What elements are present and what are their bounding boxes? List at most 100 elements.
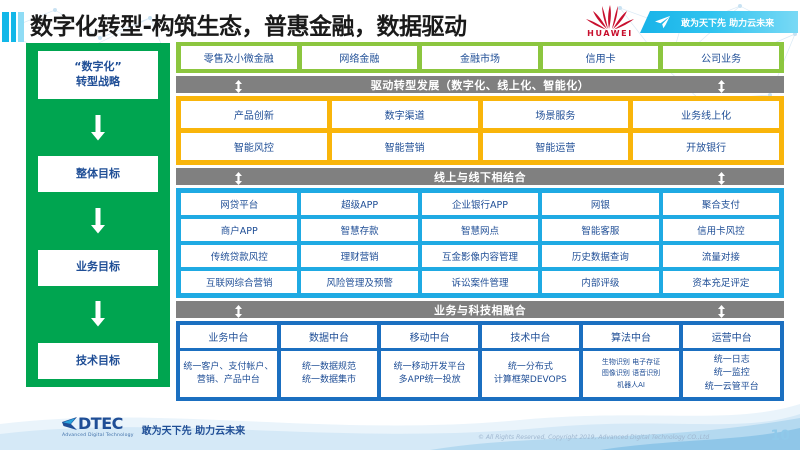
oo-item[interactable]: 智慧网点 <box>421 219 539 241</box>
oo-row: 传统贷款风控 理财营销 互金影像内容管理 历史数据查询 流量对接 <box>181 245 780 267</box>
platform-body: 统一客户、支付帐户、营销、产品中台 <box>180 351 277 397</box>
drive-item[interactable]: 数字渠道 <box>331 101 478 128</box>
sidebar-item-strategy-line1: “数字化” <box>74 60 122 74</box>
updown-arrow-icon <box>234 303 243 322</box>
updown-arrow-icon <box>234 170 243 189</box>
platform-column: 业务中台 统一客户、支付帐户、营销、产品中台 <box>180 325 277 397</box>
updown-arrow-icon <box>717 170 726 189</box>
updown-arrow-icon <box>717 78 726 97</box>
oo-item[interactable]: 超级APP <box>301 193 418 215</box>
drive-item[interactable]: 开放银行 <box>633 133 779 160</box>
huawei-slogan-banner: 敢为天下先 助力云未来 <box>640 11 798 33</box>
updown-arrow-icon <box>717 303 726 322</box>
platform-body: 生物识别 电子存证图像识别 语音识别机器人AI <box>582 351 680 397</box>
oo-item[interactable]: 诉讼案件管理 <box>421 271 539 293</box>
oo-item[interactable]: 网银 <box>542 193 659 215</box>
fusion-block: 业务中台 统一客户、支付帐户、营销、产品中台 数据中台 统一数据规范统一数据集市… <box>176 321 784 401</box>
footer-wave-decoration <box>0 404 800 450</box>
section-header-online-offline: 线上与线下相结合 <box>176 168 784 185</box>
oo-item[interactable]: 内部评级 <box>542 271 659 293</box>
down-arrow-icon-3 <box>90 286 106 343</box>
oo-item[interactable]: 商户APP <box>181 219 298 241</box>
sidebar-item-tech-goal-label: 技术目标 <box>76 353 120 367</box>
platform-column: 技术中台 统一分布式计算框架DEVOPS <box>482 325 579 397</box>
oo-item[interactable]: 风险管理及预警 <box>301 271 418 293</box>
section-header-online-offline-label: 线上与线下相结合 <box>434 170 526 184</box>
drive-item[interactable]: 产品创新 <box>181 101 327 128</box>
corner-accent-bar <box>2 12 24 42</box>
section-header-fusion: 业务与科技相融合 <box>176 301 784 318</box>
huawei-logo: HUAWEI <box>584 3 636 41</box>
main-column: 零售及小微金融 网络金融 金融市场 信用卡 公司业务 驱动转型发展（数字化、线上… <box>176 42 784 401</box>
dtec-wordmark: DTEC <box>78 414 123 433</box>
oo-item[interactable]: 历史数据查询 <box>542 245 659 267</box>
oo-row: 商户APP 智慧存款 智慧网点 智能客服 信用卡风控 <box>181 219 780 241</box>
updown-arrow-icon <box>234 78 243 97</box>
sidebar-item-strategy[interactable]: “数字化” 转型战略 <box>38 51 158 99</box>
oo-item[interactable]: 智慧存款 <box>301 219 418 241</box>
sidebar-item-business-goal[interactable]: 业务目标 <box>38 249 158 286</box>
oo-item[interactable]: 聚合支付 <box>662 193 780 215</box>
oo-item[interactable]: 网贷平台 <box>181 193 298 215</box>
platform-title[interactable]: 算法中台 <box>582 325 680 348</box>
platform-body: 统一数据规范统一数据集市 <box>280 351 378 397</box>
sidebar-item-strategy-line2: 转型战略 <box>76 75 120 88</box>
drive-transformation-block: 产品创新 数字渠道 场景服务 业务线上化 智能风控 智能营销 智能运营 开放银行 <box>176 96 784 165</box>
section-header-drive-label: 驱动转型发展（数字化、线上化、智能化） <box>370 78 590 92</box>
platform-column: 算法中台 生物识别 电子存证图像识别 语音识别机器人AI <box>582 325 680 397</box>
dtec-logo-row: DTEC <box>62 414 123 433</box>
platform-body: 统一日志统一监控统一云管平台 <box>683 351 781 397</box>
dtec-mark-icon <box>62 416 77 430</box>
drive-item[interactable]: 智能营销 <box>331 133 478 160</box>
huawei-wordmark: HUAWEI <box>587 29 633 38</box>
section-header-drive: 驱动转型发展（数字化、线上化、智能化） <box>176 76 784 93</box>
platform-title[interactable]: 数据中台 <box>280 325 378 348</box>
online-offline-block: 网贷平台 超级APP 企业银行APP 网银 聚合支付 商户APP 智慧存款 智慧… <box>176 188 784 298</box>
oo-item[interactable]: 互金影像内容管理 <box>421 245 539 267</box>
section-header-fusion-label: 业务与科技相融合 <box>434 303 526 317</box>
dtec-logo: DTEC Advanced Digital Technology 敢为天下先 助… <box>62 414 245 438</box>
dtec-tagline: Advanced Digital Technology <box>62 433 134 438</box>
dtec-logo-wrap: DTEC Advanced Digital Technology <box>62 414 134 438</box>
oo-item[interactable]: 智能客服 <box>542 219 659 241</box>
page-number: 10 <box>770 428 790 444</box>
oo-item[interactable]: 信用卡风控 <box>662 219 780 241</box>
business-line-item[interactable]: 信用卡 <box>542 46 659 69</box>
oo-item[interactable]: 理财营销 <box>301 245 418 267</box>
oo-item[interactable]: 流量对接 <box>662 245 780 267</box>
platform-column: 运营中台 统一日志统一监控统一云管平台 <box>683 325 781 397</box>
oo-item[interactable]: 企业银行APP <box>421 193 539 215</box>
huawei-flower-icon <box>586 5 634 30</box>
drive-item[interactable]: 业务线上化 <box>633 101 779 128</box>
oo-item[interactable]: 互联网综合营销 <box>181 271 298 293</box>
oo-item[interactable]: 资本充足评定 <box>662 271 780 293</box>
drive-row: 产品创新 数字渠道 场景服务 业务线上化 <box>181 101 779 128</box>
business-line-item[interactable]: 金融市场 <box>422 46 538 69</box>
sidebar-item-tech-goal[interactable]: 技术目标 <box>38 342 158 379</box>
drive-item[interactable]: 智能运营 <box>482 133 629 160</box>
banner-slogan: 敢为天下先 助力云未来 <box>681 18 775 29</box>
platform-title[interactable]: 移动中台 <box>381 325 479 348</box>
copyright-text: © All Rights Reserved, Copyright 2019, A… <box>478 434 710 441</box>
oo-row: 网贷平台 超级APP 企业银行APP 网银 聚合支付 <box>181 193 780 215</box>
business-line-item[interactable]: 网络金融 <box>301 46 418 69</box>
sidebar-item-overall-goal[interactable]: 整体目标 <box>38 156 158 193</box>
business-lines-strip: 零售及小微金融 网络金融 金融市场 信用卡 公司业务 <box>176 42 784 73</box>
platform-title[interactable]: 运营中台 <box>683 325 781 348</box>
platform-title[interactable]: 业务中台 <box>180 325 277 348</box>
platform-body: 统一移动开发平台多APP统一投放 <box>381 351 479 397</box>
drive-row: 智能风控 智能营销 智能运营 开放银行 <box>181 133 779 160</box>
drive-item[interactable]: 场景服务 <box>482 101 629 128</box>
oo-row: 互联网综合营销 风险管理及预警 诉讼案件管理 内部评级 资本充足评定 <box>181 271 780 293</box>
page-title: 数字化转型-构筑生态，普惠金融，数据驱动 <box>30 14 467 40</box>
business-line-item[interactable]: 公司业务 <box>663 46 779 69</box>
platform-title[interactable]: 技术中台 <box>482 325 579 348</box>
content-area: “数字化” 转型战略 整体目标 业务目标 技术目标 <box>0 42 800 407</box>
sidebar-item-business-goal-label: 业务目标 <box>76 260 120 274</box>
down-arrow-icon-2 <box>90 192 106 249</box>
business-line-item[interactable]: 零售及小微金融 <box>181 46 297 69</box>
platform-body: 统一分布式计算框架DEVOPS <box>482 351 579 397</box>
oo-item[interactable]: 传统贷款风控 <box>181 245 298 267</box>
drive-item[interactable]: 智能风控 <box>181 133 327 160</box>
